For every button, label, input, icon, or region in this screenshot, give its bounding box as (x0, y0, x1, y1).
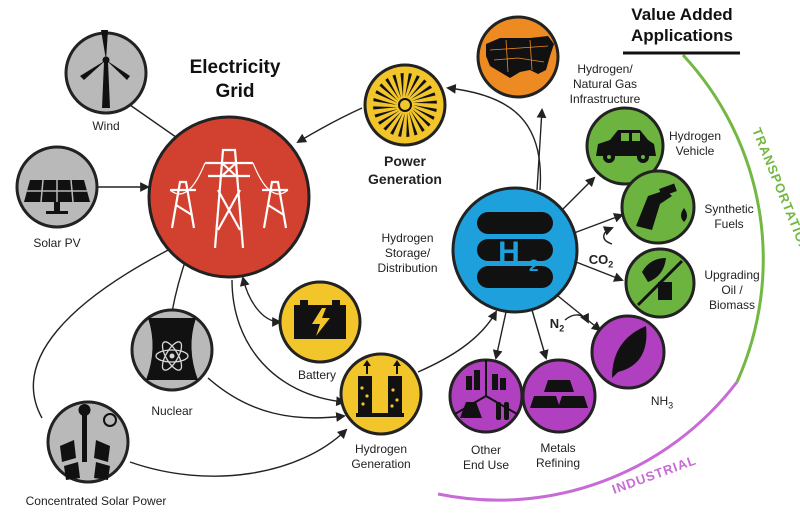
nuclear-label: Nuclear (151, 404, 193, 418)
turbine-blade (373, 106, 398, 110)
lab-icons (460, 370, 509, 420)
grid-title-line2: Grid (215, 81, 255, 102)
h2-to-infrastructure-arrow (536, 108, 547, 191)
turbine-blade (390, 112, 403, 135)
h2-to-upgrading-arrow (575, 261, 624, 282)
h2-to-vehicle-arrow (561, 176, 596, 211)
hydrogen-vehicle-node (585, 106, 665, 186)
transportation-arc (681, 53, 765, 383)
grid-battery-link (239, 276, 282, 327)
csp-label: Concentrated Solar Power (25, 494, 167, 508)
turbine-blade (385, 77, 400, 100)
svg-text:2: 2 (529, 256, 538, 275)
oil-barrel-icon (658, 282, 672, 300)
turbine-blade (412, 107, 435, 120)
turbine-blade (398, 113, 405, 137)
turbine-blade (413, 105, 437, 112)
turbine-blade (409, 79, 427, 99)
turbine-blade (407, 75, 420, 98)
turbine-blade (411, 109, 431, 127)
metal-ingots-icon (530, 380, 588, 408)
industrial-arc (437, 381, 739, 502)
nuclear-to-hgen-arrow (207, 377, 346, 422)
turbine-blade (411, 92, 436, 101)
turbine-blade (412, 100, 437, 104)
transmission-tower-icon (169, 148, 289, 249)
battery-icon (294, 300, 346, 339)
nh3-node (590, 314, 666, 390)
turbine-blade (374, 109, 399, 118)
turbine-blade (379, 83, 399, 101)
nh3-label: NH3 (650, 394, 674, 411)
infrastructure-node (476, 15, 560, 99)
atom-icon (155, 341, 189, 371)
other-end-use-node (448, 358, 524, 434)
csp-node (46, 400, 130, 484)
battery-label: Battery (297, 368, 336, 382)
grid-title-line1: Electricity (189, 57, 281, 78)
turbine-blade (409, 111, 418, 136)
solar-pv-label: Solar PV (33, 236, 81, 250)
solar-pv-node (15, 145, 99, 229)
wind-turbine-icon (80, 30, 130, 108)
turbine-blade (377, 110, 400, 125)
page-title: Value Added Applications (612, 4, 752, 46)
wind-node (64, 30, 148, 115)
synthetic-fuels-node (620, 169, 696, 245)
co2-label: CO2 (588, 252, 614, 270)
n2-curve-arrow (564, 312, 589, 324)
storage-tank-icon (477, 212, 553, 288)
turbine-blade (410, 110, 425, 133)
title-text: Value Added Applications (630, 5, 733, 45)
turbine-blade (375, 90, 398, 103)
h2-to-metals-arrow (531, 309, 549, 360)
h2-label: H (498, 236, 520, 269)
n2-label: N2 (549, 316, 565, 334)
battery-node (278, 280, 362, 364)
turbine-blade (373, 98, 397, 105)
csp-to-hgen-arrow (129, 428, 348, 477)
co2-curve-arrow (602, 226, 614, 245)
h2-to-fuels-arrow (573, 213, 624, 234)
turbine-blade (383, 111, 401, 131)
hgen-to-h2-arrow (417, 310, 497, 373)
grid-title: Electricity Grid (180, 56, 290, 104)
turbine-blade (406, 112, 410, 137)
leaf-icon (642, 258, 666, 282)
metals-refining-node (521, 358, 597, 434)
upgrading-node (624, 247, 696, 319)
h2-to-power-gen-arrow (446, 84, 542, 191)
turbine-blade (392, 74, 401, 99)
h2-to-other-arrow (492, 311, 507, 360)
csp-to-grid-arrow (32, 245, 178, 419)
h2-to-nh3-arrow (557, 295, 602, 332)
turbine-blade (410, 85, 433, 100)
turbine-blade (405, 73, 412, 97)
turbine-blade (400, 73, 404, 98)
fuel-nozzle-icon (636, 183, 687, 230)
power-generation-node (363, 63, 447, 147)
cooling-tower-icon (146, 318, 198, 380)
grid-to-hgen-arrow (231, 279, 346, 407)
nuclear-node (130, 308, 214, 392)
power-gen-to-grid-arrow (296, 107, 363, 144)
hydrogen-storage-node: H 2 (451, 186, 579, 314)
turbine-icon (373, 73, 437, 137)
hydrogen-generation-node (339, 352, 423, 436)
electricity-grid-node (147, 115, 311, 279)
solar-tower-icon (60, 404, 117, 480)
leaf-icon (612, 326, 647, 378)
wind-label: Wind (92, 119, 120, 133)
wind-to-grid-arrow (129, 104, 185, 144)
